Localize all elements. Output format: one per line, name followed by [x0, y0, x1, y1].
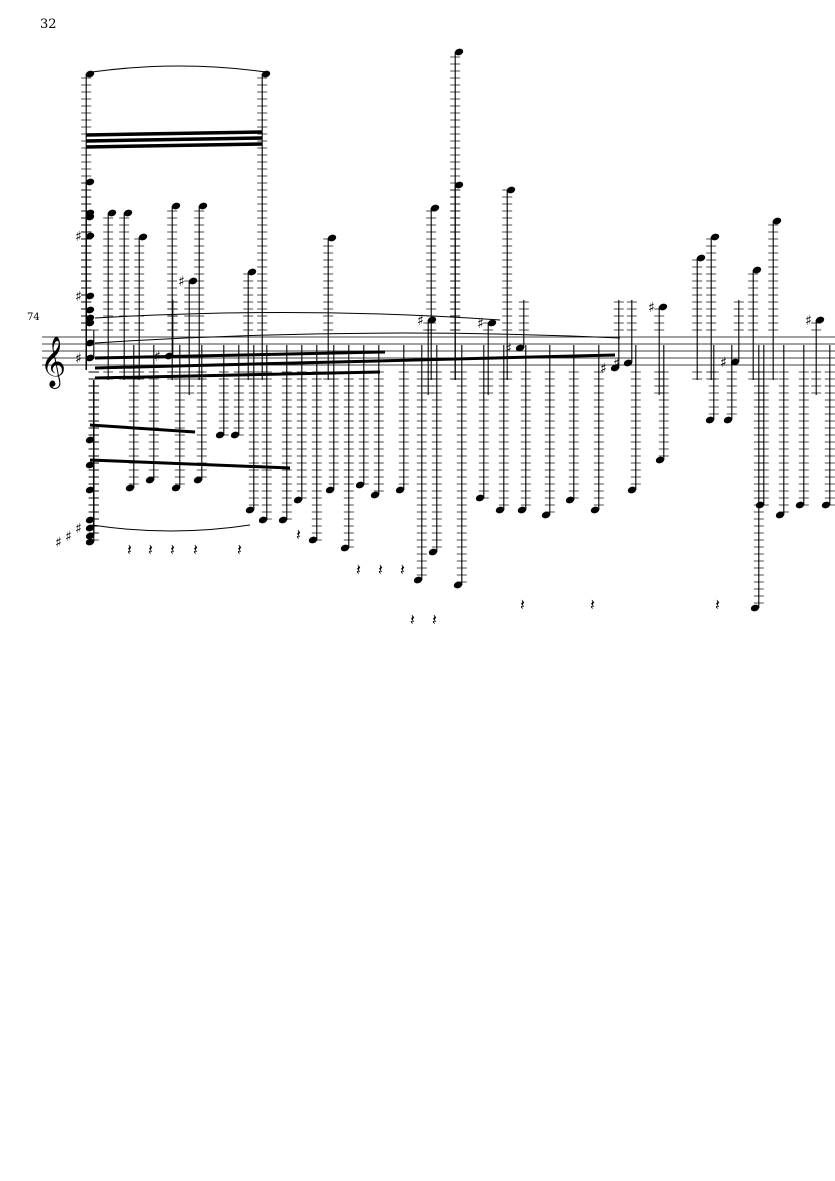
beam	[85, 142, 263, 149]
notehead	[85, 516, 95, 524]
sharp-icon: ♯	[178, 274, 185, 290]
notehead	[428, 548, 438, 556]
notehead	[85, 213, 95, 221]
sharp-icon: ♯	[65, 529, 72, 545]
notehead	[193, 476, 203, 484]
quarter-rest-icon: 𝄽	[590, 595, 595, 614]
sharp-icon: ♯	[477, 316, 484, 332]
quarter-rest-icon: 𝄽	[127, 540, 132, 559]
beam	[85, 136, 263, 143]
notehead	[125, 484, 135, 492]
notehead	[750, 604, 760, 612]
notehead	[453, 581, 463, 589]
notehead	[815, 316, 825, 324]
notehead	[454, 48, 464, 56]
notehead	[723, 416, 733, 424]
slur	[91, 524, 251, 532]
notehead	[85, 178, 95, 186]
notehead	[85, 314, 95, 322]
beam	[89, 458, 291, 470]
notehead	[340, 544, 350, 552]
notehead	[772, 217, 782, 225]
notehead	[623, 359, 633, 367]
notehead	[775, 511, 785, 519]
quarter-rest-icon: 𝄽	[296, 525, 301, 544]
notehead	[730, 358, 740, 366]
notehead	[107, 209, 117, 217]
sharp-icon: ♯	[613, 356, 620, 372]
notehead	[85, 306, 95, 314]
notehead	[85, 232, 95, 240]
notehead	[541, 511, 551, 519]
beam	[94, 350, 386, 360]
quarter-rest-icon: 𝄽	[170, 540, 175, 559]
notehead	[171, 484, 181, 492]
quarter-rest-icon: 𝄽	[356, 560, 361, 579]
notehead	[258, 516, 268, 524]
sharp-icon: ♯	[75, 289, 82, 305]
notehead	[171, 202, 181, 210]
quarter-rest-icon: 𝄽	[148, 540, 153, 559]
beam	[89, 423, 196, 434]
sharp-icon: ♯	[805, 313, 812, 329]
notehead	[198, 202, 208, 210]
notehead	[278, 516, 288, 524]
notehead	[610, 364, 620, 372]
slur	[94, 311, 501, 321]
notehead	[590, 506, 600, 514]
notehead	[85, 339, 95, 347]
quarter-rest-icon: 𝄽	[715, 595, 720, 614]
sharp-icon: ♯	[600, 361, 607, 377]
quarter-rest-icon: 𝄽	[410, 610, 415, 629]
notehead	[370, 491, 380, 499]
notehead	[123, 209, 133, 217]
sharp-icon: ♯	[55, 535, 62, 551]
sharp-icon: ♯	[75, 229, 82, 245]
treble-clef-icon: 𝄞	[40, 336, 66, 389]
notehead	[355, 481, 365, 489]
notehead	[261, 70, 271, 78]
notehead	[85, 486, 95, 494]
notehead	[495, 506, 505, 514]
notehead	[327, 234, 337, 242]
quarter-rest-icon: 𝄽	[432, 610, 437, 629]
beam	[94, 370, 381, 380]
notehead	[627, 486, 637, 494]
measure-number: 74	[27, 312, 40, 323]
notehead	[752, 266, 762, 274]
quarter-rest-icon: 𝄽	[193, 540, 198, 559]
notehead	[325, 486, 335, 494]
sharp-icon: ♯	[417, 313, 424, 329]
sharp-icon: ♯	[75, 351, 82, 367]
notehead	[655, 456, 665, 464]
notehead	[454, 181, 464, 189]
notehead	[515, 344, 525, 352]
sharp-icon: ♯	[648, 300, 655, 316]
quarter-rest-icon: 𝄽	[237, 540, 242, 559]
notehead	[145, 476, 155, 484]
notehead	[85, 532, 95, 540]
quarter-rest-icon: 𝄽	[378, 560, 383, 579]
notehead	[413, 576, 423, 584]
notehead	[705, 416, 715, 424]
page-number: 32	[40, 17, 57, 32]
slur	[91, 65, 267, 73]
notehead	[395, 486, 405, 494]
quarter-rest-icon: 𝄽	[400, 560, 405, 579]
notehead	[85, 292, 95, 300]
notation-marks: ♯♯♯♯♯♯♯♯♯♯♯♯♯♯♯♯𝄽𝄽𝄽𝄽𝄽𝄽𝄽𝄽𝄽𝄽𝄽𝄽𝄽𝄽	[55, 48, 835, 629]
sharp-icon: ♯	[720, 355, 727, 371]
quarter-rest-icon: 𝄽	[520, 595, 525, 614]
slur	[94, 332, 621, 344]
beam	[94, 353, 616, 370]
notehead	[517, 506, 527, 514]
notehead	[245, 506, 255, 514]
beam	[85, 130, 263, 137]
sharp-icon: ♯	[75, 521, 82, 537]
sharp-icon: ♯	[505, 341, 512, 357]
notehead	[85, 354, 95, 362]
notehead	[427, 316, 437, 324]
notehead	[430, 204, 440, 212]
